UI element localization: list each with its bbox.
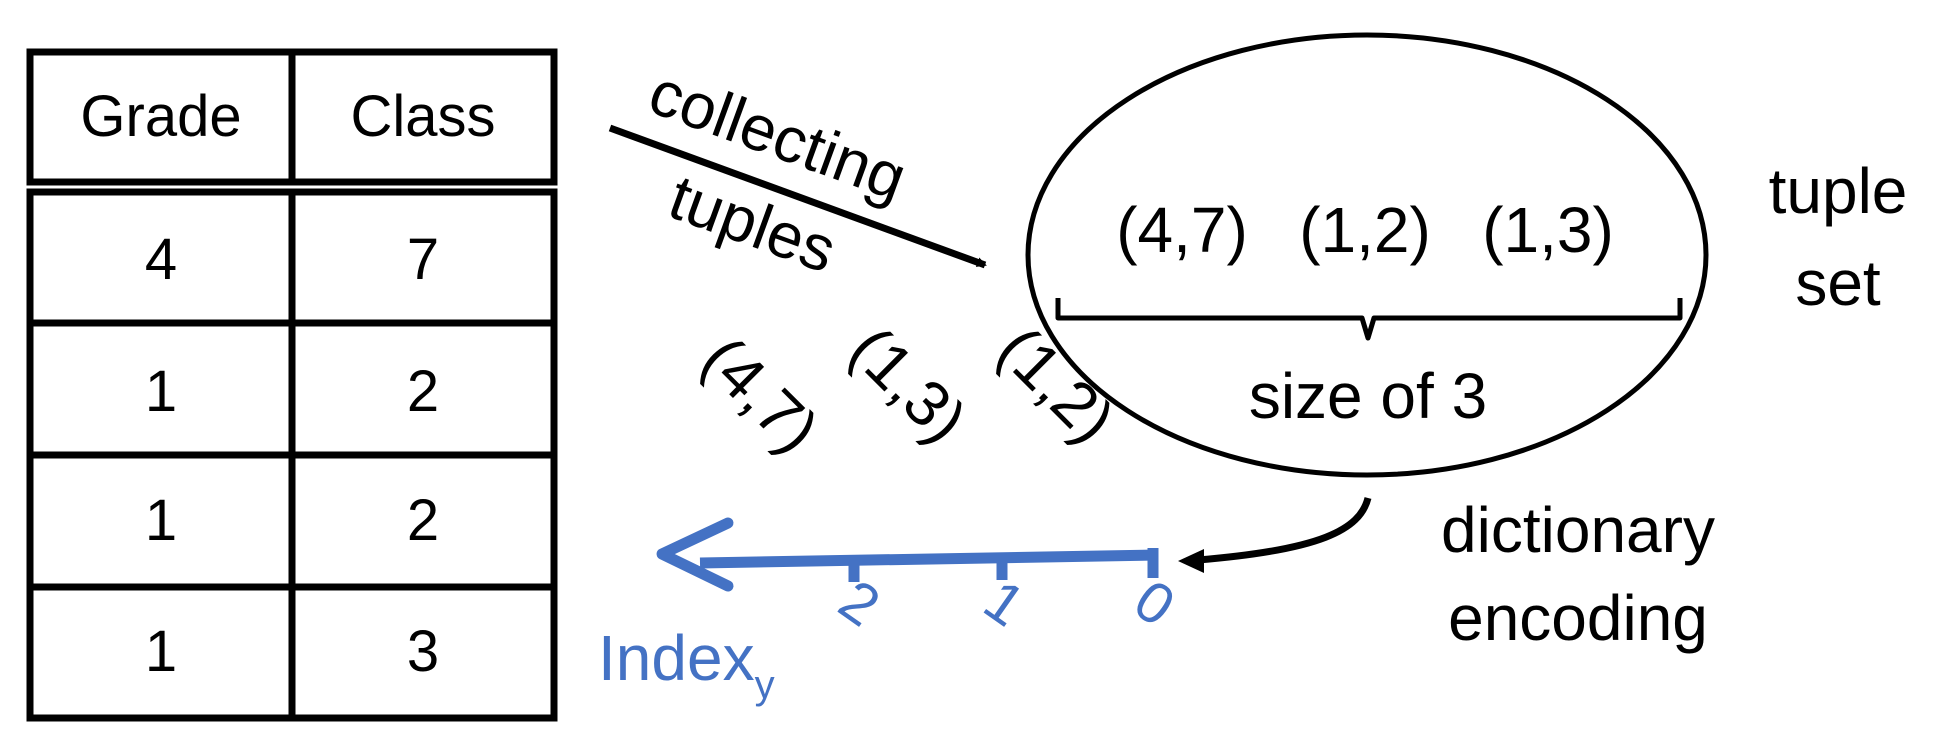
- index-axis: [656, 517, 1159, 592]
- index-axis-label-subscript: y: [755, 663, 775, 707]
- index-axis-label-main: Index: [598, 622, 755, 694]
- table-cell-class: 7: [407, 227, 439, 292]
- table-cell-class: 2: [407, 488, 439, 553]
- index-tick-label: 1: [973, 567, 1037, 639]
- encoding-arrow: [1197, 497, 1372, 564]
- table-cell-grade: 1: [145, 488, 177, 553]
- encoding-label-line1: dictionary: [1441, 494, 1715, 566]
- tuple-set-ellipse: [1025, 32, 1709, 478]
- table-cell-grade: 1: [145, 359, 177, 424]
- index-tuple-label: (1,3): [837, 312, 981, 456]
- index-tuple-label: (1,2): [985, 312, 1129, 456]
- table-header-grade: Grade: [80, 84, 241, 149]
- table-header-class: Class: [350, 84, 495, 149]
- collecting-arrow: [608, 124, 987, 269]
- index-axis-arrowhead: [656, 517, 734, 592]
- index-axis-line: [699, 549, 1159, 569]
- tuple-set-label-line1: tuple: [1769, 155, 1908, 227]
- table-cell-grade: 1: [145, 619, 177, 684]
- size-brace: [1055, 298, 1683, 341]
- tuple-item: (1,3): [1482, 194, 1614, 266]
- table-cell-class: 2: [407, 359, 439, 424]
- encoding-label-line2: encoding: [1448, 582, 1708, 654]
- table-cell-class: 3: [407, 619, 439, 684]
- tuple-item: (4,7): [1116, 194, 1248, 266]
- size-label: size of 3: [1249, 360, 1487, 432]
- index-axis-label: Indexy: [598, 622, 775, 707]
- index-tick-label: 0: [1123, 567, 1187, 639]
- table-header-cell-class: [288, 48, 558, 186]
- index-tick-label: 2: [828, 567, 892, 639]
- index-tuple-label: (4,7): [689, 322, 833, 466]
- grade-class-table: [26, 48, 558, 722]
- tuple-item: (1,2): [1299, 194, 1431, 266]
- table-cell-grade: 4: [145, 227, 177, 292]
- encoding-arrowhead: [1178, 549, 1204, 573]
- tuple-set-label-line2: set: [1795, 247, 1881, 319]
